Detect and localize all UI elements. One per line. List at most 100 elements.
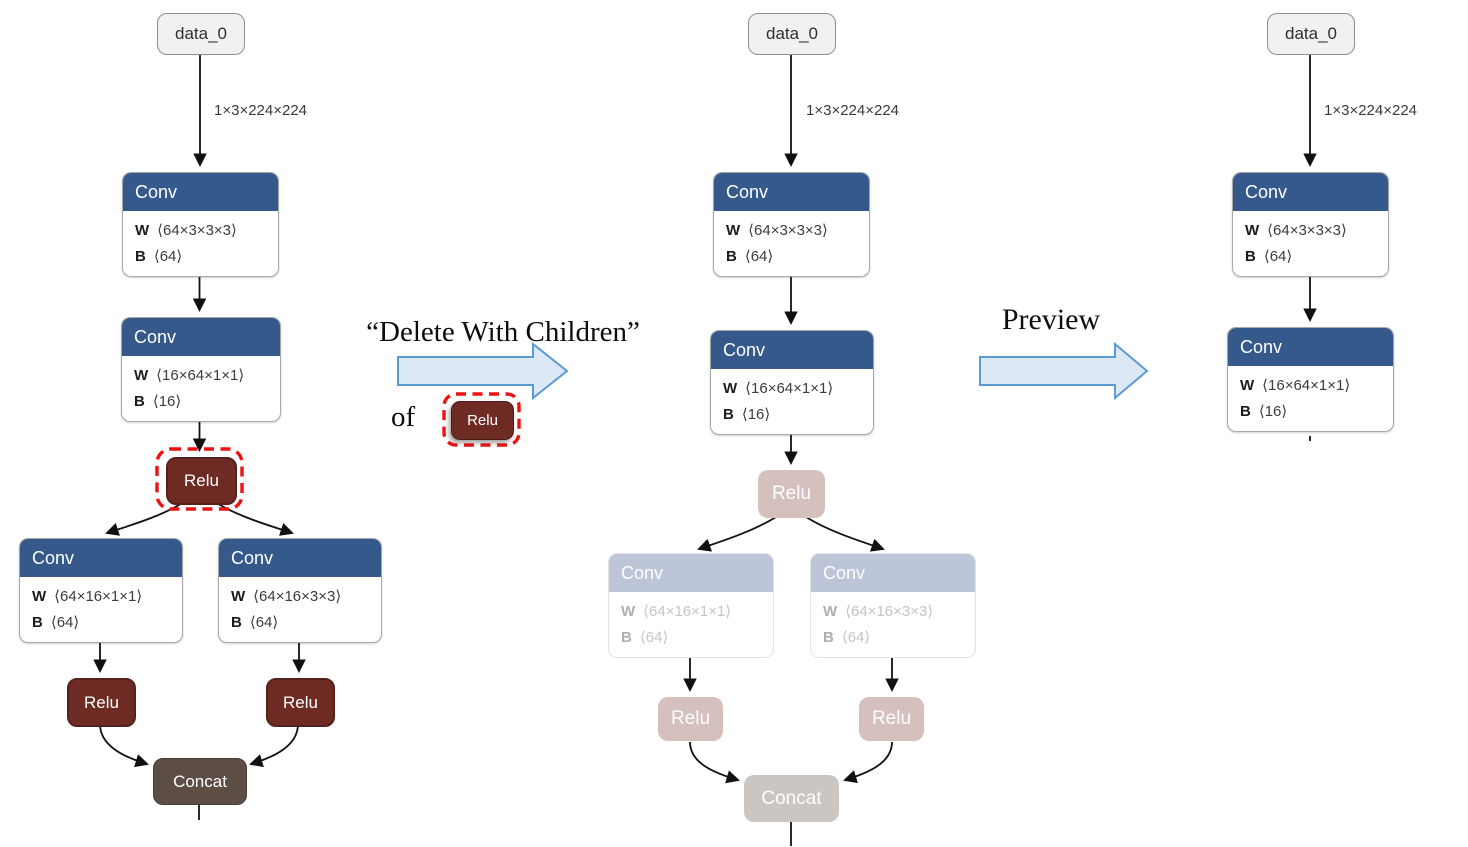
weight-param: W ⟨16×64×1×1⟩ (723, 377, 861, 400)
data0-node[interactable]: data_0 (1267, 13, 1355, 55)
bias-param: B ⟨64⟩ (823, 626, 963, 649)
bias-param: B ⟨16⟩ (723, 403, 861, 426)
action-arrow (397, 341, 569, 401)
weight-shape: ⟨64×3×3×3⟩ (157, 222, 237, 239)
bias-key: B (726, 248, 737, 265)
conv4-node-faded[interactable]: Conv W ⟨64×16×3×3⟩ B ⟨64⟩ (810, 553, 976, 658)
bias-key: B (135, 248, 146, 265)
bias-key: B (32, 614, 43, 631)
weight-shape: ⟨16×64×1×1⟩ (156, 367, 245, 384)
conv2-node[interactable]: Conv W ⟨16×64×1×1⟩ B ⟨16⟩ (710, 330, 874, 435)
data0-node[interactable]: data_0 (748, 13, 836, 55)
weight-param: W ⟨64×3×3×3⟩ (135, 219, 266, 242)
conv1-node[interactable]: Conv W ⟨64×3×3×3⟩ B⟨64⟩ (1232, 172, 1389, 277)
bias-shape: ⟨64⟩ (639, 629, 669, 646)
conv3-node-faded[interactable]: Conv W⟨64×16×1×1⟩ B⟨64⟩ (608, 553, 774, 658)
bias-param: B ⟨64⟩ (231, 611, 369, 634)
weight-shape: ⟨64×16×3×3⟩ (253, 588, 342, 605)
bias-shape: ⟨16⟩ (741, 406, 771, 423)
bias-key: B (1240, 403, 1251, 420)
conv2-node[interactable]: Conv W⟨16×64×1×1⟩ B ⟨16⟩ (1227, 327, 1394, 432)
bias-shape: ⟨16⟩ (1258, 403, 1288, 420)
weight-key: W (823, 603, 838, 620)
bias-shape: ⟨64⟩ (841, 629, 871, 646)
weight-shape: ⟨64×16×1×1⟩ (54, 588, 143, 605)
conv1-node[interactable]: Conv W ⟨64×3×3×3⟩ B ⟨64⟩ (713, 172, 870, 277)
edge-mid-relu-concat-b (843, 741, 893, 784)
bias-shape: ⟨16⟩ (152, 393, 182, 410)
conv1-title: Conv (714, 173, 869, 212)
conv2-node[interactable]: Conv W⟨16×64×1×1⟩ B ⟨16⟩ (121, 317, 281, 422)
relu-left-node[interactable]: Relu (67, 678, 136, 727)
conv2-title: Conv (711, 331, 873, 370)
conv3-title: Conv (20, 539, 182, 578)
conv2-title: Conv (122, 318, 280, 357)
bias-shape: ⟨64⟩ (1263, 248, 1293, 265)
conv1-title: Conv (123, 173, 278, 212)
action-relu-chip: Relu (451, 401, 514, 440)
edge-left-relu-conv3 (105, 501, 185, 536)
weight-key: W (231, 588, 246, 605)
bias-shape: ⟨64⟩ (744, 248, 774, 265)
weight-param: W ⟨64×16×3×3⟩ (823, 600, 963, 623)
weight-key: W (621, 603, 636, 620)
action-title: “Delete With Children” (366, 316, 640, 348)
data0-label: data_0 (766, 24, 818, 43)
data0-node[interactable]: data_0 (157, 13, 245, 55)
weight-shape: ⟨64×16×3×3⟩ (845, 603, 934, 620)
bias-param: B ⟨64⟩ (621, 626, 761, 649)
conv2-title: Conv (1228, 328, 1393, 367)
relu-left-node-faded[interactable]: Relu (658, 697, 723, 741)
preview-arrow (979, 341, 1149, 401)
weight-key: W (726, 222, 741, 239)
weight-shape: ⟨64×16×1×1⟩ (643, 603, 732, 620)
edge-shape-label: 1×3×224×224 (806, 102, 900, 119)
weight-param: W ⟨64×16×3×3⟩ (231, 585, 369, 608)
weight-param: W ⟨64×16×1×1⟩ (621, 600, 761, 623)
edge-shape-label: 1×3×224×224 (214, 102, 308, 119)
edge-left-relu-concat-a (99, 723, 149, 768)
conv4-title: Conv (219, 539, 381, 578)
bias-key: B (621, 629, 632, 646)
bias-key: B (823, 629, 834, 646)
bias-param: B ⟨16⟩ (1240, 400, 1381, 423)
bias-shape: ⟨64⟩ (249, 614, 279, 631)
conv4-title: Conv (811, 554, 975, 593)
bias-param: B ⟨16⟩ (134, 390, 268, 413)
bias-param: B⟨64⟩ (1245, 245, 1376, 268)
conv3-node[interactable]: Conv W⟨64×16×1×1⟩ B⟨64⟩ (19, 538, 183, 643)
weight-shape: ⟨16×64×1×1⟩ (1262, 377, 1351, 394)
data0-label: data_0 (1285, 24, 1337, 43)
weight-key: W (723, 380, 738, 397)
bias-param: B ⟨64⟩ (726, 245, 857, 268)
concat-node[interactable]: Concat (153, 758, 247, 805)
conv1-node[interactable]: Conv W⟨64×3×3×3⟩ B⟨64⟩ (122, 172, 279, 277)
bias-param: B ⟨64⟩ (32, 611, 170, 634)
weight-param: W ⟨64×3×3×3⟩ (1245, 219, 1376, 242)
preview-label: Preview (1001, 303, 1101, 336)
of-label: of (391, 401, 416, 433)
relu-root-node-faded[interactable]: Relu (758, 470, 825, 518)
edge-shape-label: 1×3×224×224 (1324, 102, 1418, 119)
weight-param: W⟨16×64×1×1⟩ (134, 364, 268, 387)
conv1-title: Conv (1233, 173, 1388, 212)
weight-param: W ⟨64×3×3×3⟩ (726, 219, 857, 242)
weight-key: W (1245, 222, 1260, 239)
relu-right-node[interactable]: Relu (266, 678, 335, 727)
bias-key: B (723, 406, 734, 423)
relu-root-node[interactable]: Relu (166, 457, 237, 505)
weight-param: W⟨16×64×1×1⟩ (1240, 374, 1381, 397)
weight-key: W (135, 222, 150, 239)
edge-mid-relu-conv4 (805, 516, 885, 552)
weight-shape: ⟨16×64×1×1⟩ (745, 380, 834, 397)
conv4-node[interactable]: Conv W ⟨64×16×3×3⟩ B ⟨64⟩ (218, 538, 382, 643)
edge-left-relu-conv4 (214, 501, 294, 536)
concat-node-faded[interactable]: Concat (744, 775, 839, 822)
weight-shape: ⟨64×3×3×3⟩ (1267, 222, 1347, 239)
weight-shape: ⟨64×3×3×3⟩ (748, 222, 828, 239)
relu-right-node-faded[interactable]: Relu (859, 697, 924, 741)
bias-key: B (231, 614, 242, 631)
bias-key: B (134, 393, 145, 410)
bias-shape: ⟨64⟩ (50, 614, 80, 631)
